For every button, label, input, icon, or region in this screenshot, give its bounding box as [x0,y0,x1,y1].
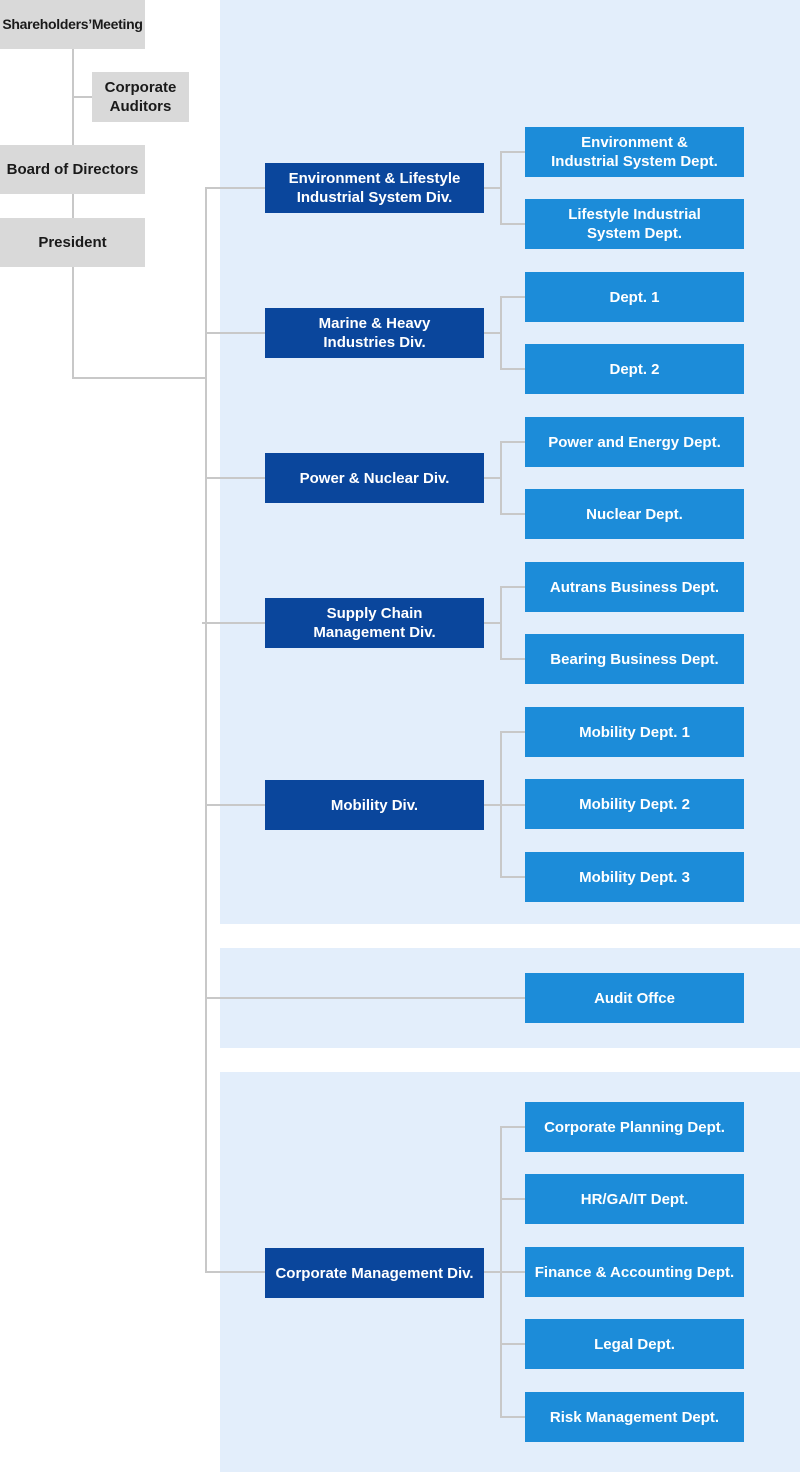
department-label: Mobility Dept. 2 [579,795,690,813]
department-box: Legal Dept. [525,1319,744,1369]
corporate-management-division-box: Corporate Management Div. [265,1248,484,1298]
department-label: Lifestyle Industrial System Dept. [568,206,701,242]
connector [500,296,502,370]
connector [500,296,525,298]
connector [72,377,206,379]
connector [500,1126,525,1128]
division-box: Marine & Heavy Industries Div. [265,308,484,358]
department-label: Legal Dept. [594,1335,675,1353]
connector [205,1271,265,1273]
department-box: Mobility Dept. 1 [525,707,744,757]
department-label: Environment & Industrial System Dept. [551,134,718,170]
connector [500,1343,525,1345]
department-label: Corporate Planning Dept. [544,1118,725,1136]
division-box: Power & Nuclear Div. [265,453,484,503]
president-box: President [0,218,145,267]
division-label: Supply Chain Management Div. [313,605,436,641]
department-label: Risk Management Dept. [549,1408,720,1426]
connector [500,586,525,588]
connector [205,187,265,189]
division-label: Environment & Lifestyle Industrial Syste… [288,170,461,206]
department-box: Dept. 1 [525,272,744,322]
connector [500,731,525,733]
division-label: Mobility Div. [330,796,419,814]
president-label: President [38,234,107,251]
department-label: Autrans Business Dept. [549,578,720,596]
corporate-auditors-box: Corporate Auditors [92,72,189,122]
connector [500,1126,502,1417]
division-box: Environment & Lifestyle Industrial Syste… [265,163,484,213]
department-box: Bearing Business Dept. [525,634,744,684]
department-label: HR/GA/IT Dept. [580,1190,689,1208]
department-label: Bearing Business Dept. [550,650,719,668]
audit-office-box: Audit Offce [525,973,744,1023]
connector [500,731,502,877]
department-box: Risk Management Dept. [525,1392,744,1442]
trunk-line [205,187,207,1273]
connector [500,876,525,878]
department-label: Nuclear Dept. [586,505,683,523]
connector [205,332,265,334]
department-label: Finance & Accounting Dept. [534,1263,735,1281]
connector [500,441,525,443]
division-label: Power & Nuclear Div. [299,469,450,487]
connector [484,477,501,479]
connector [500,441,502,515]
department-box: Lifestyle Industrial System Dept. [525,199,744,249]
connector [205,477,265,479]
department-box: Mobility Dept. 2 [525,779,744,829]
connector [500,586,502,660]
connector [205,804,265,806]
connector [205,997,525,999]
department-box: Autrans Business Dept. [525,562,744,612]
board-of-directors-box: Board of Directors [0,145,145,194]
connector [484,804,525,806]
division-box: Mobility Div. [265,780,484,830]
connector [72,96,92,98]
connector [72,194,74,218]
connector [500,151,502,225]
connector [500,223,525,225]
connector [484,332,501,334]
department-box: Environment & Industrial System Dept. [525,127,744,177]
corporate-auditors-label: Corporate Auditors [104,79,177,115]
department-box: Corporate Planning Dept. [525,1102,744,1152]
connector [500,513,525,515]
department-label: Dept. 2 [609,360,660,378]
division-label: Corporate Management Div. [275,1264,474,1282]
connector [500,658,525,660]
connector [484,187,501,189]
division-label: Marine & Heavy Industries Div. [318,315,431,351]
department-label: Dept. 1 [609,288,660,306]
audit-office-label: Audit Offce [594,989,675,1007]
department-box: Dept. 2 [525,344,744,394]
connector [484,1271,525,1273]
connector [500,151,525,153]
department-label: Mobility Dept. 1 [579,723,690,741]
connector [202,622,265,624]
department-label: Power and Energy Dept. [548,433,721,451]
shareholders-meeting-box: Shareholders’Meeting [0,0,145,49]
connector [500,368,525,370]
department-box: Nuclear Dept. [525,489,744,539]
department-box: HR/GA/IT Dept. [525,1174,744,1224]
department-box: Power and Energy Dept. [525,417,744,467]
board-of-directors-label: Board of Directors [6,161,139,178]
connector [484,622,501,624]
shareholders-meeting-label: Shareholders’Meeting [2,16,143,32]
connector [500,1198,525,1200]
department-box: Mobility Dept. 3 [525,852,744,902]
connector [500,1416,525,1418]
connector [72,266,74,378]
department-box: Finance & Accounting Dept. [525,1247,744,1297]
division-box: Supply Chain Management Div. [265,598,484,648]
department-label: Mobility Dept. 3 [579,868,690,886]
